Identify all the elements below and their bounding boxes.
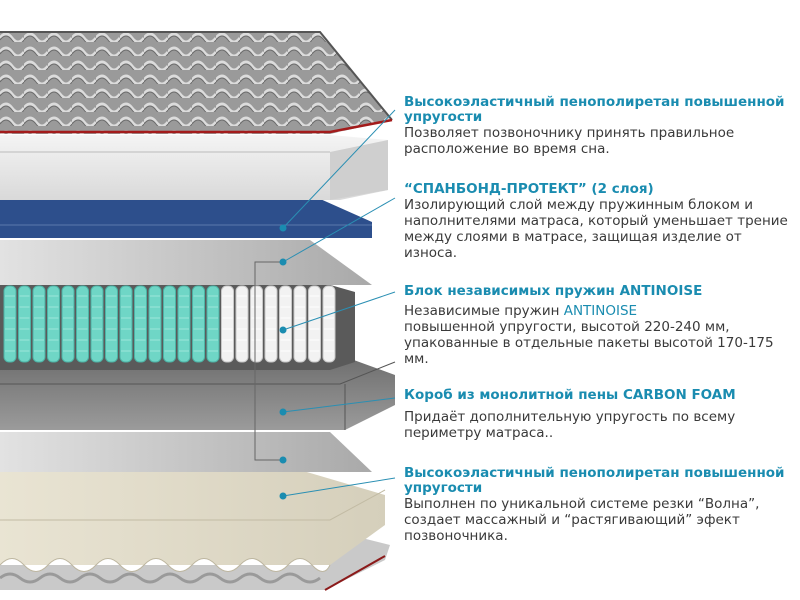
spring-pocket: [322, 285, 336, 363]
spring-pocket: [18, 285, 31, 363]
spring-pocket: [134, 285, 147, 363]
description-accent: ANTINOISE: [563, 303, 638, 319]
layer-title: Высокоэластичный пенополиретан повышенно…: [404, 465, 785, 496]
layer-info-spanbond: “СПАНБОНД-ПРОТЕКТ” (2 слоя) Изолирующий …: [404, 181, 796, 262]
spring-pocket: [235, 285, 249, 363]
upper-spanbond-sheet: [0, 240, 372, 285]
layer-title: Блок независимых пружин ANTINOISE: [404, 283, 703, 299]
layer-title: Высокоэластичный пенополиретан повышенно…: [404, 94, 785, 125]
layer-title: “СПАНБОНД-ПРОТЕКТ” (2 слоя): [404, 181, 654, 197]
spring-pocket: [221, 285, 234, 363]
spring-pocket: [163, 285, 176, 363]
spring-pocket: [148, 285, 162, 363]
spring-block-layer: [0, 282, 355, 370]
layer-info-carbon-foam: Короб из монолитной пены CARBON FOAM При…: [404, 387, 796, 442]
spring-pocket: [264, 285, 278, 363]
layer-description: Придаёт дополнительную упругость по всем…: [404, 409, 736, 441]
bottom-wave-foam-layer: [0, 470, 386, 572]
spring-pocket: [3, 285, 17, 363]
top-foam-layer: [0, 135, 388, 200]
spring-pocket: [206, 285, 220, 363]
leader-lines: [254, 109, 396, 497]
layer-description: Выполнен по уникальной системе резки “Во…: [404, 496, 760, 544]
description-rest: повышенной упругости, высотой 220-240 мм…: [404, 319, 774, 367]
spring-pocket: [61, 285, 75, 363]
spring-pocket: [250, 285, 263, 363]
layer-title: Короб из монолитной пены CARBON FOAM: [404, 387, 736, 403]
top-quilted-cover-layer: [0, 31, 393, 134]
spring-pocket: [119, 285, 133, 363]
spring-pocket: [47, 285, 60, 363]
description-prefix: Независимые пружин: [404, 303, 564, 319]
spring-pocket: [32, 285, 46, 363]
spring-pocket: [192, 285, 205, 363]
spring-pocket: [279, 285, 292, 363]
carbon-foam-box-layer: [0, 355, 396, 430]
layer-info-springs: Блок независимых пружин ANTINOISE Незави…: [404, 283, 796, 368]
leader-dots: [279, 224, 287, 500]
layer-description: Изолирующий слой между пружинным блоком …: [404, 197, 788, 261]
lower-spanbond-sheet: [0, 432, 372, 472]
blue-spanbond-layer: [0, 198, 372, 238]
layer-info-bottom-foam: Высокоэластичный пенополиретан повышенно…: [404, 465, 796, 545]
spring-pocket: [177, 285, 191, 363]
spring-pocket: [105, 285, 118, 363]
layer-info-top-foam: Высокоэластичный пенополиретан повышенно…: [404, 94, 796, 158]
spring-pocket: [90, 285, 104, 363]
spring-pocket: [308, 285, 321, 363]
layer-description: Позволяет позвоночнику принять правильно…: [404, 125, 735, 157]
spring-pocket: [76, 285, 89, 363]
